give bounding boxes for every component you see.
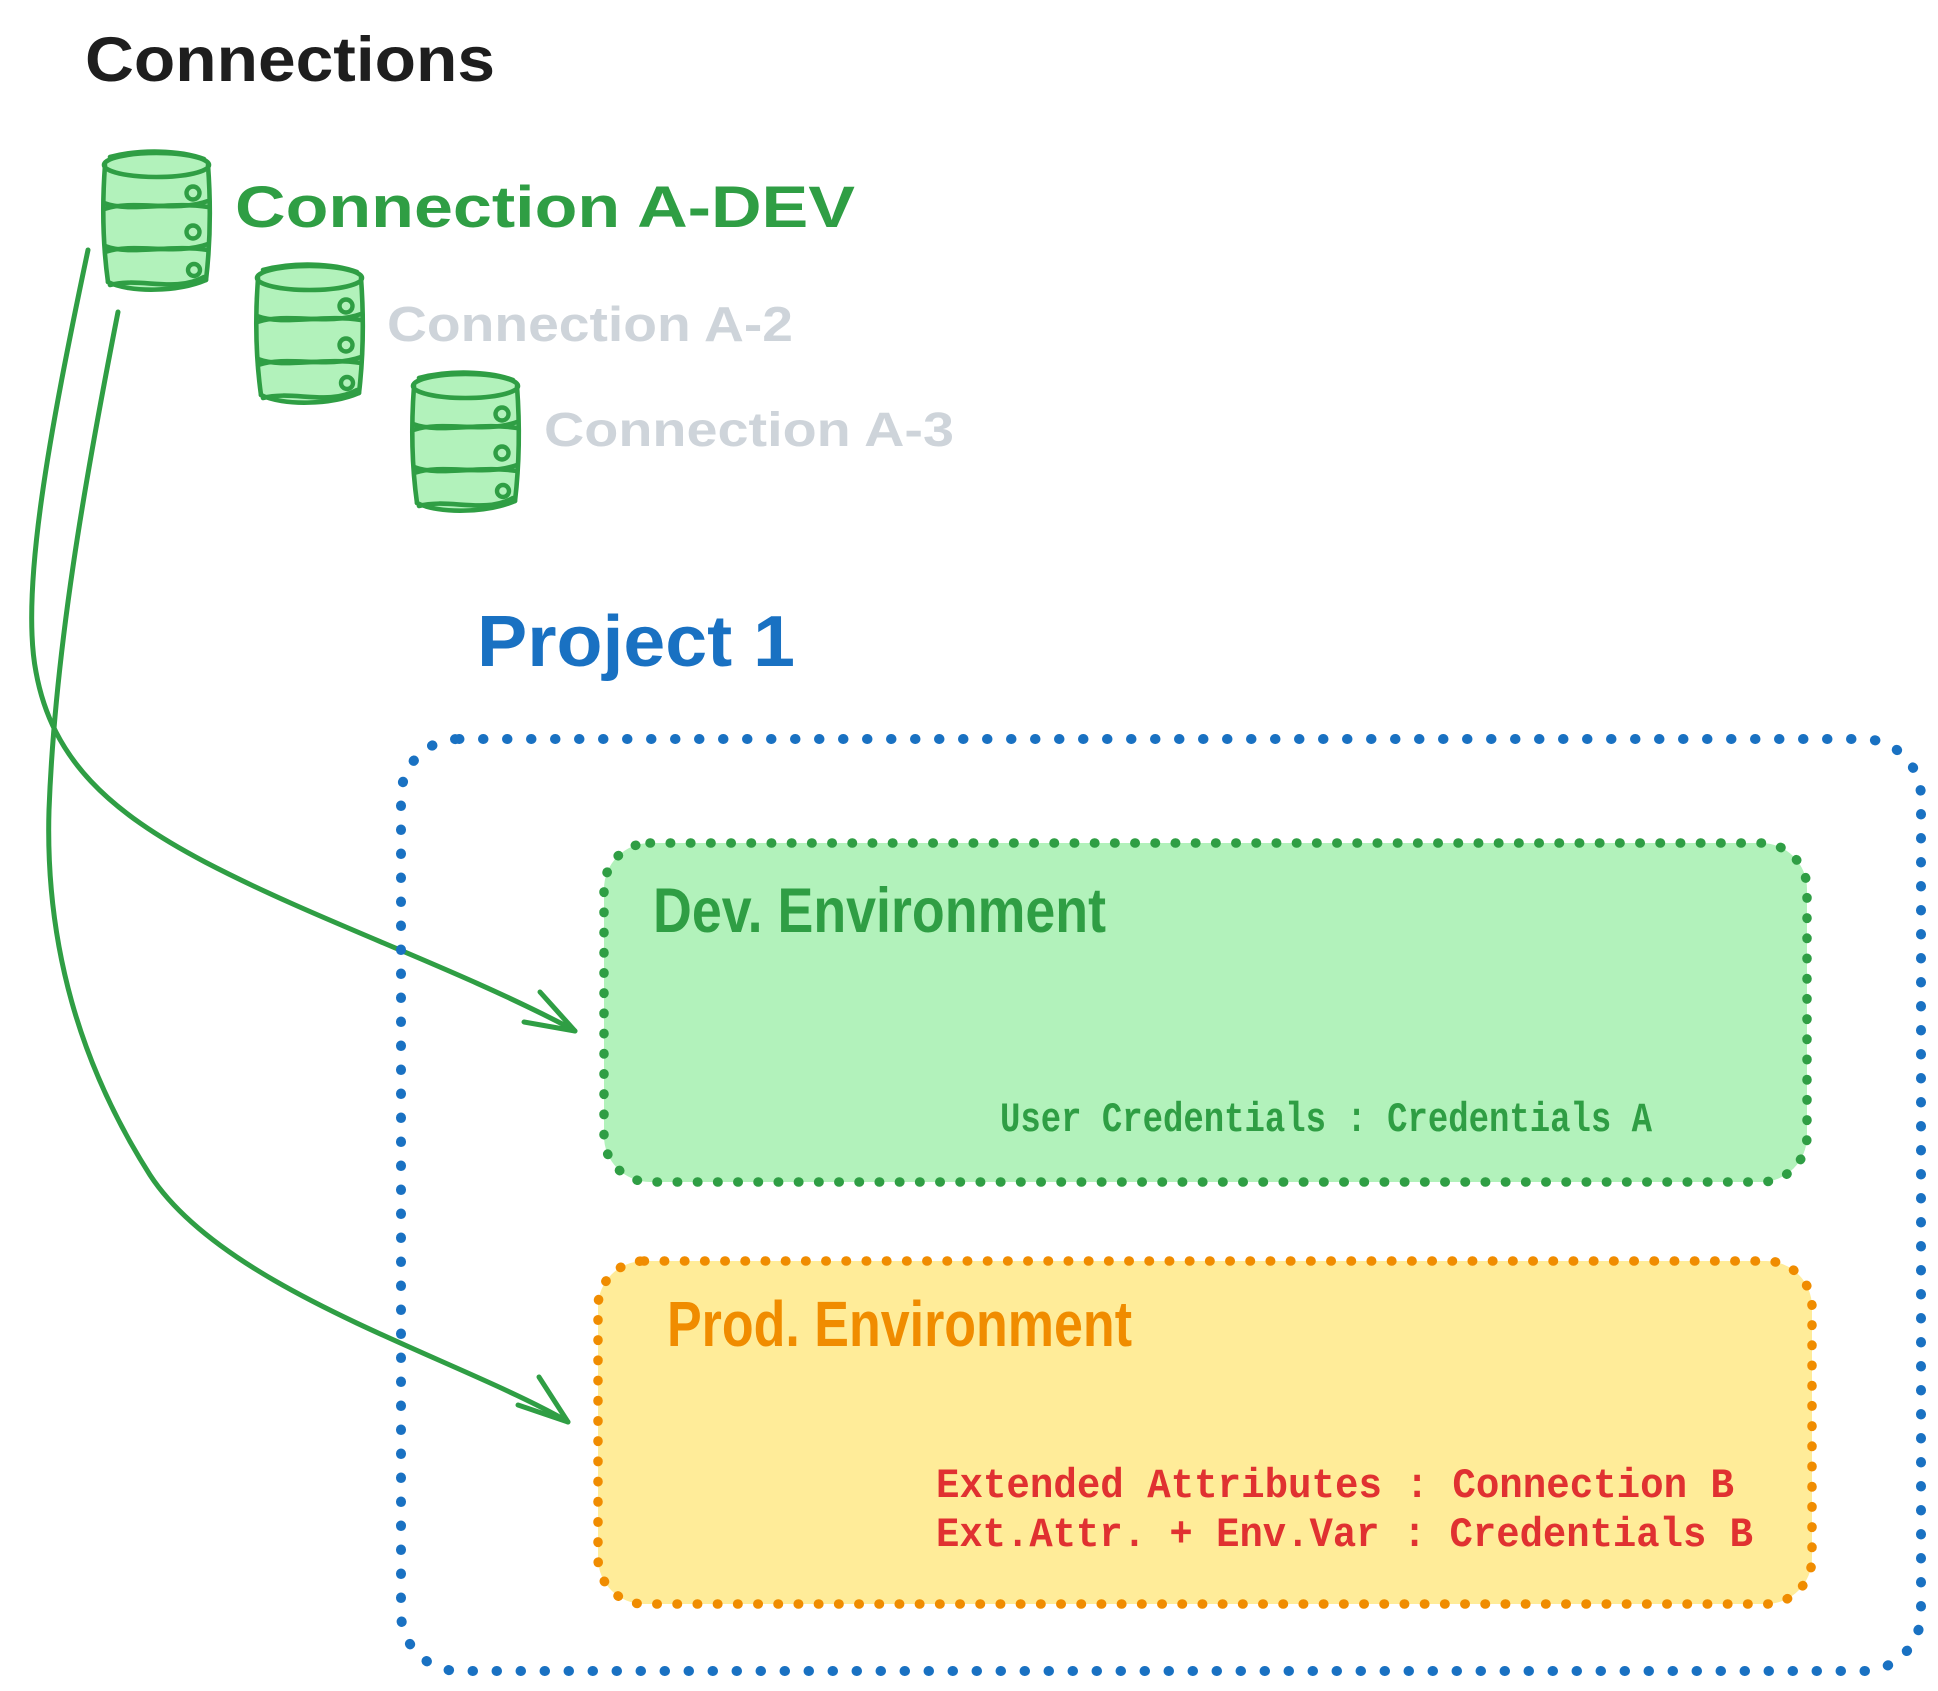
svg-text:Project 1: Project 1 — [477, 602, 795, 682]
svg-text:Connections: Connections — [85, 25, 495, 95]
svg-text:Prod. Environment: Prod. Environment — [667, 1288, 1132, 1360]
svg-text:Connection A-3: Connection A-3 — [544, 404, 954, 457]
svg-text:Connection A-DEV: Connection A-DEV — [235, 175, 855, 240]
svg-text:Connection A-2: Connection A-2 — [387, 298, 793, 352]
svg-text:Dev. Environment: Dev. Environment — [653, 876, 1106, 946]
svg-text:Ext.Attr. + Env.Var : Credenti: Ext.Attr. + Env.Var : Credentials B — [936, 1511, 1753, 1559]
svg-text:User Credentials : Credentials: User Credentials : Credentials A — [1000, 1096, 1653, 1144]
svg-text:Extended Attributes : Connecti: Extended Attributes : Connection B — [936, 1462, 1734, 1510]
